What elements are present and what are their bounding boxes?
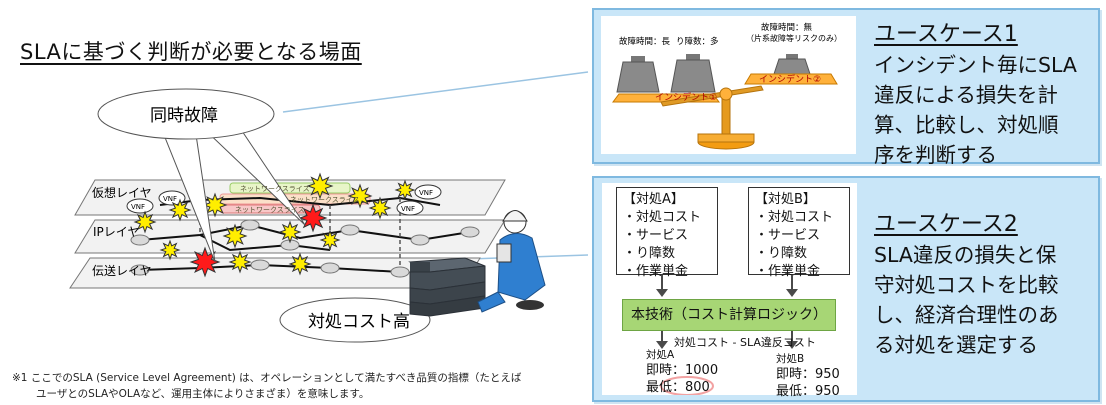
doc-action-b: 【対処B】 ・対処コスト ・サービス ・り障数 ・作業単金: [748, 187, 850, 279]
doc-b-item: ・サービス: [755, 228, 821, 243]
incident-burst-icon: [288, 252, 312, 276]
result-a-immediate: 即時：1000: [646, 363, 719, 378]
doc-a-item: ・サービス: [623, 228, 689, 243]
worker-icon: [477, 210, 546, 313]
incident-burst-icon: [159, 239, 181, 261]
cost-formula: 対処コスト - SLA違反コスト: [674, 336, 816, 349]
result-a-minimum: 最低：800: [646, 380, 710, 395]
result-b-immediate: 即時：950: [776, 367, 840, 382]
network-diagram: 同時故障 対処コスト高 仮想レイヤ IPレイヤ 伝送レイヤ ネットワークスライス…: [69, 71, 589, 343]
incident-burst-icon: [228, 250, 252, 274]
footnote-line2: ユーザとのSLAやOLAなど、運用主体によりさまざま）を意味します。: [36, 388, 370, 400]
usecase1-text: ユースケース1 インシデント毎にSLA 違反による損失を計 算、比較し、対処順 …: [874, 16, 1094, 170]
incident-burst-icon: [319, 229, 341, 251]
footnote-line1: ※1 ここでのSLA (Service Level Agreement) は、オ…: [12, 372, 522, 384]
network-nodes: [130, 219, 480, 278]
incident-burst-icon: [278, 220, 302, 244]
usecase1-desc-line: 序を判断する: [874, 143, 997, 167]
incident-burst-icon: [394, 179, 416, 201]
doc-a-item: ・作業単金: [623, 264, 689, 279]
doc-a-item: ・り障数: [623, 246, 676, 261]
doc-a-item: ・対処コスト: [623, 210, 702, 225]
incident-burst-icon: [347, 183, 373, 209]
usecase2-panel: 【対処A】 ・対処コスト ・サービス ・り障数 ・作業単金 【対処B】 ・対処コ…: [592, 176, 1100, 402]
bubble-top-text: 同時故障: [150, 106, 218, 126]
right-fault-time: 故障時間：無: [761, 22, 813, 33]
weight-icon-left: [616, 54, 716, 93]
vnf-label-2: VNF: [163, 195, 177, 203]
doc-action-a: 【対処A】 ・対処コスト ・サービス ・り障数 ・作業単金: [616, 187, 718, 279]
incident-burst-icon: [168, 198, 192, 222]
layer-label-ip: IPレイヤ: [93, 225, 139, 239]
incident-burst-icon: [133, 210, 157, 234]
usecase1-desc: インシデント毎にSLA 違反による損失を計 算、比較し、対処順 序を判断する: [874, 50, 1094, 170]
incident-burst-icon: [368, 196, 392, 220]
result-a-label: 対処A: [646, 349, 675, 361]
result-b: 対処B 即時：950 最低：950: [776, 353, 840, 400]
balance-scale-diagram: 故障時間：長 り障数：多 故障時間：無 （片系故障等リスクのみ） インシデント①…: [612, 22, 842, 150]
incident-burst-icon: [306, 172, 334, 200]
usecase2-title: ユースケース2: [874, 212, 1018, 237]
bubble-bottom-text: 対処コスト高: [308, 312, 410, 332]
bubble-top: [97, 88, 275, 140]
slice-label-1: ネットワークスライス: [240, 185, 310, 193]
result-b-minimum: 最低：950: [776, 384, 840, 399]
usecase2-desc-line: る対処を選定する: [874, 333, 1038, 357]
slice-label-3: ネットワークスライス: [235, 206, 305, 214]
page-title: SLAに基づく判断が必要となる場面: [20, 40, 362, 64]
result-b-label: 対処B: [776, 353, 805, 365]
layer-label-transport: 伝送レイヤ: [92, 263, 152, 278]
incident-burst-icon: [222, 223, 248, 249]
layer-label-virtual: 仮想レイヤ: [92, 185, 152, 200]
usecase1-desc-line: インシデント毎にSLA: [874, 53, 1077, 77]
vnf-label-4: VNF: [419, 189, 433, 197]
usecase2-desc-line: SLA違反の損失と保: [874, 243, 1057, 267]
doc-b-head: 【対処B】: [755, 192, 816, 207]
connector-uc1: [282, 71, 589, 113]
vnf-clouds: [126, 184, 442, 216]
vnf-label-3: VNF: [401, 205, 415, 213]
doc-b-item: ・り障数: [755, 246, 808, 261]
doc-a-head: 【対処A】: [623, 192, 684, 207]
server-equipment-icon: [408, 257, 486, 317]
incident-bursts: [133, 172, 416, 278]
weight-icon-right: [773, 54, 811, 75]
usecase1-illustration: 故障時間：長 り障数：多 故障時間：無 （片系故障等リスクのみ） インシデント①…: [601, 16, 856, 154]
usecase2-illustration: 【対処A】 ・対処コスト ・サービス ・り障数 ・作業単金 【対処B】 ・対処コ…: [602, 183, 857, 399]
doc-b-item: ・作業単金: [755, 264, 821, 279]
incident1-label: インシデント①: [655, 91, 717, 103]
usecase1-desc-line: 算、比較し、対処順: [874, 113, 1059, 137]
incident2-label: インシデント②: [759, 73, 821, 85]
usecase2-desc-line: し、経済合理性のあ: [874, 303, 1059, 327]
slice-label-2: ネットワークスライス: [290, 196, 360, 204]
usecase1-title: ユースケース1: [874, 22, 1018, 47]
usecase2-desc: SLA違反の損失と保 守対処コストを比較 し、経済合理性のあ る対処を選定する: [874, 240, 1094, 360]
usecase1-panel: 故障時間：長 り障数：多 故障時間：無 （片系故障等リスクのみ） インシデント①…: [592, 8, 1100, 167]
usecase1-desc-line: 違反による損失を計: [874, 83, 1058, 107]
tech-logic-box: 本技術（コスト計算ロジック）: [622, 299, 836, 331]
footnote: ※1 ここでのSLA (Service Level Agreement) は、オ…: [12, 370, 521, 402]
left-outage-count: り障数：多: [676, 36, 719, 47]
flow-arrows: [656, 275, 798, 395]
left-fault-time: 故障時間：長: [619, 36, 671, 47]
vnf-label-1: VNF: [131, 203, 145, 211]
highlight-circle: [660, 376, 714, 395]
usecase2-text: ユースケース2 SLA違反の損失と保 守対処コストを比較 し、経済合理性のあ る…: [874, 206, 1094, 360]
result-a: 対処A 即時：1000 最低：800: [646, 349, 718, 396]
right-fault-note: （片系故障等リスクのみ）: [746, 33, 842, 43]
doc-b-item: ・対処コスト: [755, 210, 834, 225]
usecase2-desc-line: 守対処コストを比較: [874, 273, 1059, 297]
bubble-bottom: [279, 297, 431, 343]
